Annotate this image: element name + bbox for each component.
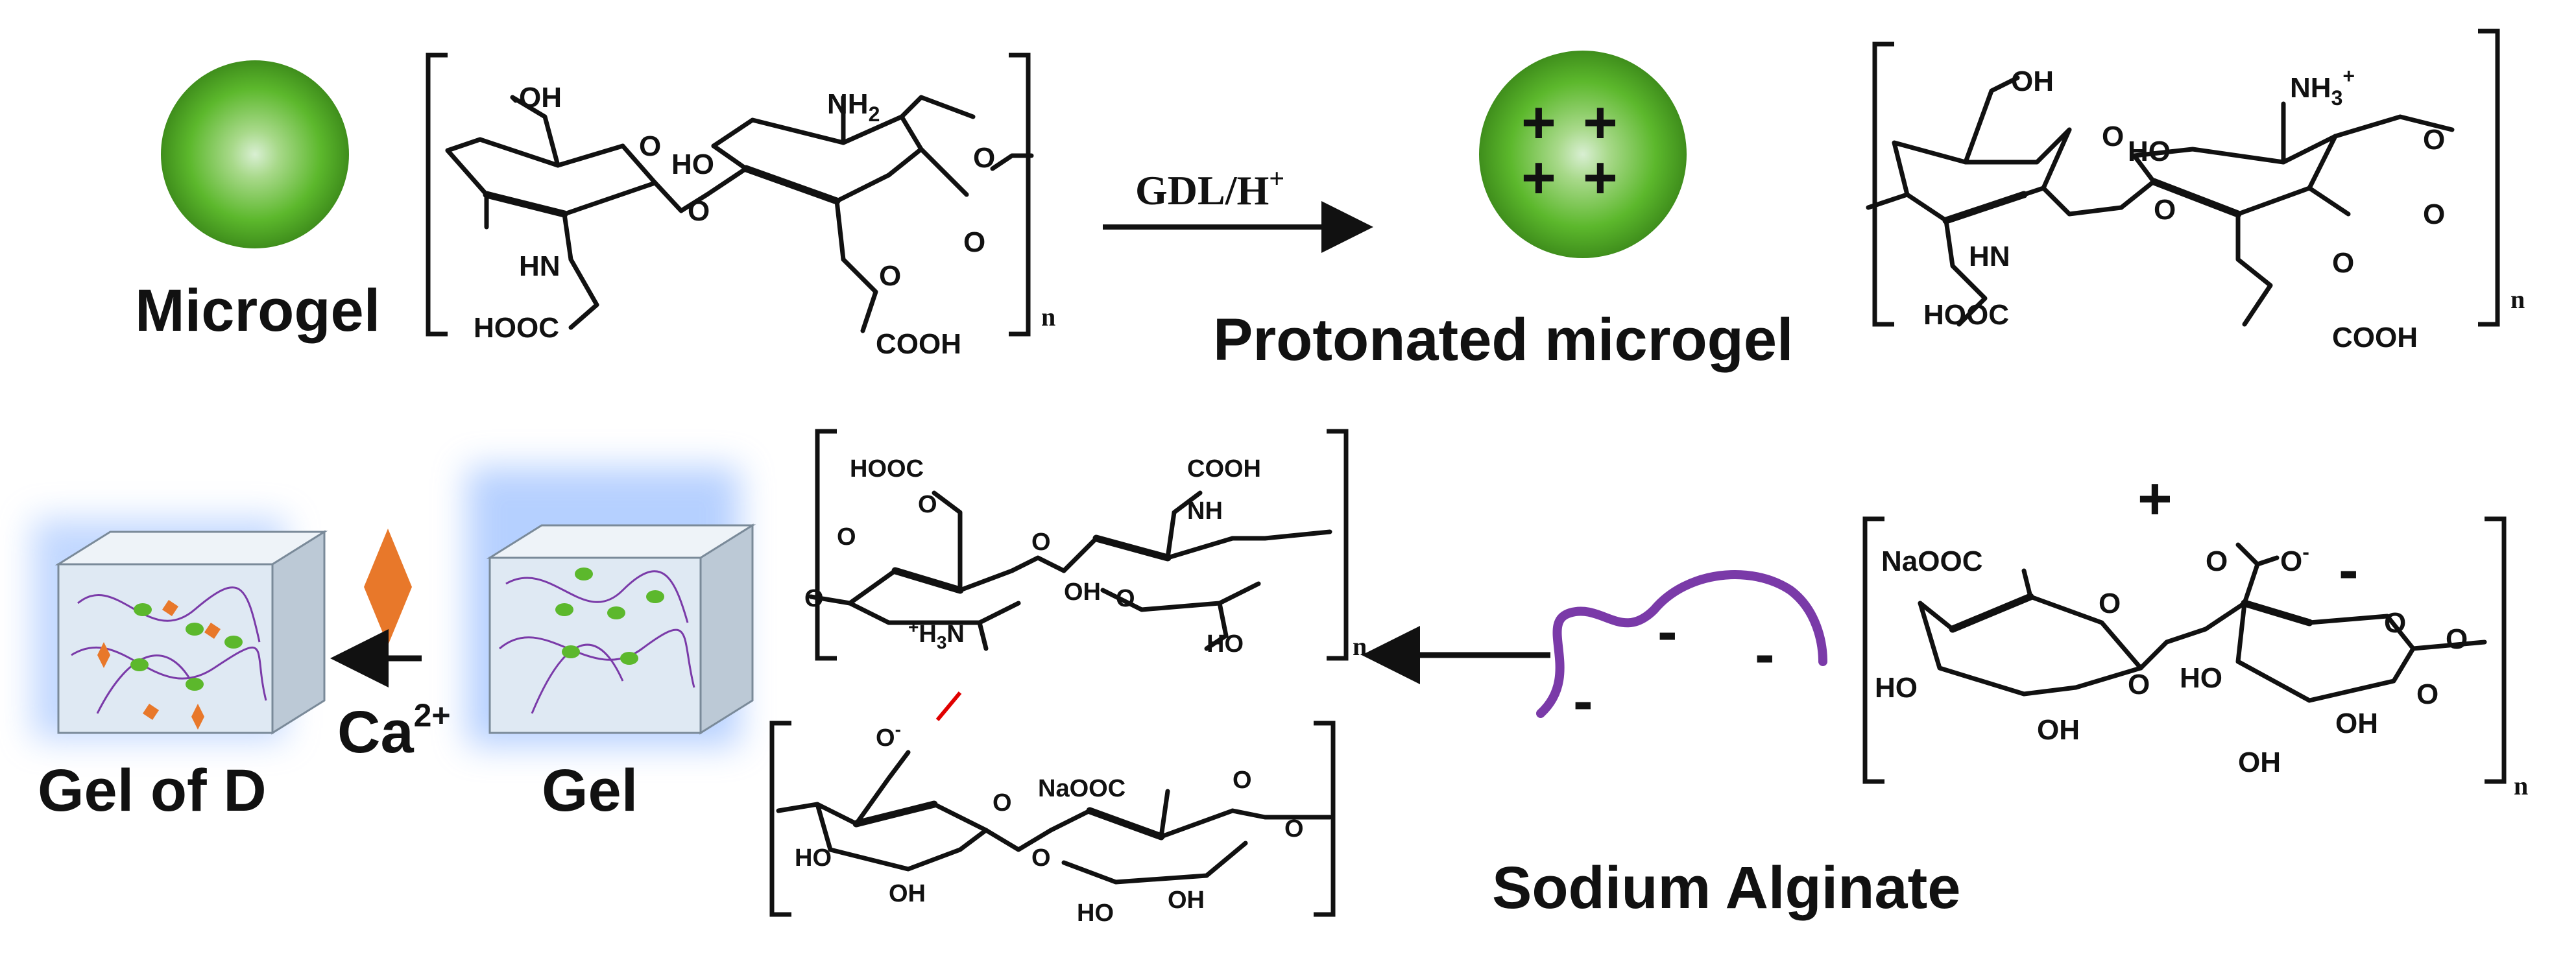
svg-text:OH: OH — [2011, 66, 2054, 97]
calcium-label: Ca2+ — [337, 697, 451, 765]
svg-text:O-: O- — [876, 719, 901, 752]
svg-text:OH: OH — [2037, 714, 2080, 746]
gel-cube-icon — [467, 467, 756, 746]
crosslink-line — [935, 691, 962, 721]
svg-text:O: O — [1031, 844, 1051, 872]
svg-text:OH: OH — [1064, 579, 1101, 606]
svg-text:HN: HN — [519, 250, 560, 282]
svg-text:O: O — [2446, 623, 2468, 655]
svg-text:NH3+: NH3+ — [2290, 64, 2355, 110]
svg-text:HN: HN — [1969, 241, 2010, 272]
svg-text:+H3N: +H3N — [908, 617, 965, 652]
plus-sign: + — [2137, 466, 2173, 532]
svg-text:O: O — [1031, 529, 1051, 556]
svg-text:O: O — [2102, 121, 2124, 152]
svg-text:O: O — [688, 195, 710, 227]
svg-text:HOOC: HOOC — [1923, 299, 2009, 331]
svg-text:HO: HO — [2128, 136, 2171, 167]
svg-text:+: + — [1521, 90, 1556, 156]
sodium-alginate-label: Sodium Alginate — [1492, 855, 1960, 921]
svg-text:O: O — [804, 585, 824, 612]
sodium-alginate-structure: n NaOOC O O O O- - O O O HO OH HO OH OH — [1862, 516, 2528, 800]
svg-text:HO: HO — [671, 149, 714, 180]
svg-text:O: O — [2332, 247, 2354, 279]
protonated-microgel-label: Protonated microgel — [1213, 307, 1794, 373]
svg-text:NH: NH — [1187, 497, 1223, 525]
svg-text:COOH: COOH — [1187, 455, 1261, 483]
svg-text:O: O — [639, 130, 661, 162]
svg-text:+: + — [1583, 90, 1618, 156]
svg-text:O: O — [2128, 669, 2150, 700]
svg-text:O: O — [963, 226, 985, 258]
calcium-diamond-icon — [364, 529, 412, 645]
svg-text:O: O — [1116, 585, 1135, 612]
svg-text:NH2: NH2 — [827, 88, 880, 126]
alginate-strand-icon — [1536, 570, 1827, 718]
svg-text:O: O — [1284, 815, 1304, 843]
chitosan-structure-2: n OH O O HO NH3+ O O O HN HOOC COOH — [1866, 29, 2525, 353]
svg-text:HOOC: HOOC — [850, 455, 924, 483]
svg-text:O: O — [879, 260, 901, 292]
microgel-label: Microgel — [135, 278, 380, 344]
svg-text:O: O — [918, 491, 937, 518]
svg-text:O: O — [2384, 607, 2406, 639]
gel-d-cube-icon — [32, 519, 328, 739]
svg-text:O: O — [993, 789, 1012, 817]
gel-label: Gel — [542, 758, 638, 824]
gel-of-d-label: Gel of D — [38, 758, 267, 824]
svg-text:O: O — [1233, 767, 1252, 794]
svg-text:OH: OH — [519, 82, 562, 114]
svg-text:HO: HO — [2180, 662, 2222, 694]
svg-text:HO: HO — [1207, 630, 1244, 658]
svg-text:O: O — [973, 142, 995, 174]
svg-text:O: O — [2416, 678, 2438, 710]
chitosan-structure-1: n OH O O HO NH2 O O O HN HOOC COOH — [426, 53, 1055, 360]
complex-structure: n HOOC O COOH NH O O O O OH HO +H3N — [769, 429, 1367, 927]
charge-minus-1: - — [1657, 599, 1678, 665]
svg-text:O: O — [2099, 588, 2121, 619]
charge-minus-3: - — [1573, 668, 1593, 734]
svg-text:COOH: COOH — [2332, 322, 2418, 353]
svg-text:OH: OH — [2238, 747, 2281, 778]
svg-text:NaOOC: NaOOC — [1038, 775, 1125, 802]
protonated-microgel-sphere-icon: + + + + — [1479, 51, 1687, 258]
svg-text:O: O — [2423, 124, 2445, 156]
svg-text:HOOC: HOOC — [474, 312, 559, 344]
svg-text:O: O — [837, 523, 856, 551]
svg-text:n: n — [2510, 285, 2525, 314]
svg-text:O: O — [2206, 545, 2228, 577]
microgel-sphere-icon — [161, 60, 349, 248]
svg-text:OH: OH — [2335, 708, 2378, 739]
svg-text:n: n — [1353, 632, 1367, 661]
charge-minus-2: - — [1755, 621, 1775, 687]
svg-text:O: O — [2423, 198, 2445, 230]
charge-minus-4: - — [2339, 537, 2359, 603]
svg-text:O: O — [2154, 194, 2176, 226]
svg-text:n: n — [2514, 771, 2528, 800]
svg-text:HO: HO — [1875, 672, 1918, 704]
svg-text:+: + — [1583, 145, 1618, 211]
svg-text:HO: HO — [1077, 900, 1114, 927]
svg-text:+: + — [1521, 145, 1556, 211]
repeat-n-label: n — [1041, 302, 1055, 331]
reaction-label: GDL/H+ — [1135, 164, 1284, 213]
svg-text:OH: OH — [889, 880, 926, 907]
svg-text:NaOOC: NaOOC — [1881, 545, 1982, 577]
svg-text:OH: OH — [1168, 887, 1205, 914]
svg-text:HO: HO — [795, 844, 832, 872]
svg-text:O-: O- — [2280, 540, 2309, 577]
svg-text:COOH: COOH — [876, 328, 961, 360]
